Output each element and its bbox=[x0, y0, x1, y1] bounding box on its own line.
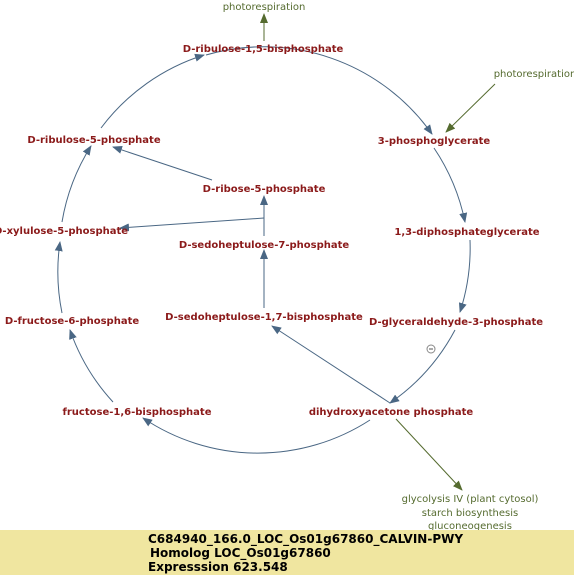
link-photorespiration-right[interactable]: photorespiration bbox=[494, 69, 574, 80]
info-expression: Expresssion 623.548 bbox=[148, 560, 288, 574]
node-xylulose-5-phosphate[interactable]: D-xylulose-5-phosphate bbox=[0, 226, 128, 237]
node-3-phosphoglycerate[interactable]: 3-phosphoglycerate bbox=[378, 136, 491, 147]
link-gluconeogenesis[interactable]: gluconeogenesis bbox=[428, 521, 512, 530]
info-homolog: Homolog LOC_Os01g67860 bbox=[150, 546, 331, 560]
link-starch-biosynthesis[interactable]: starch biosynthesis bbox=[422, 508, 518, 519]
node-diphosphateglycerate[interactable]: 1,3-diphosphateglycerate bbox=[394, 227, 539, 238]
node-fructose-bisphosphate[interactable]: fructose-1,6-bisphosphate bbox=[63, 407, 212, 418]
arc-fbp-to-f6p bbox=[69, 329, 114, 403]
info-gene-id: C684940_166.0_LOC_Os01g67860_CALVIN-PWY bbox=[148, 532, 464, 546]
arc-g3p-to-dhap bbox=[389, 329, 456, 404]
branch-edges bbox=[112, 146, 391, 404]
cycle-arcs bbox=[54, 46, 471, 454]
node-ribulose-bisphosphate[interactable]: D-ribulose-1,5-bisphosphate bbox=[183, 44, 344, 55]
edge-dhap-to-glycolysis bbox=[395, 418, 463, 491]
arc-13dpg-to-g3p bbox=[458, 239, 471, 313]
edge-to-xu5p bbox=[119, 217, 265, 232]
node-sedoheptulose-bisphosphate[interactable]: D-sedoheptulose-1,7-bisphosphate bbox=[165, 312, 363, 323]
arc-dhap-to-fbp bbox=[142, 417, 371, 454]
arc-3pg-to-13dpg bbox=[433, 147, 468, 223]
edge-photorespiration-to-3pg bbox=[445, 83, 496, 133]
collapse-minus-icon[interactable] bbox=[426, 344, 436, 354]
link-photorespiration-top[interactable]: photorespiration bbox=[223, 2, 306, 13]
node-ribose-5-phosphate[interactable]: D-ribose-5-phosphate bbox=[203, 184, 326, 195]
node-sedoheptulose-7-phosphate[interactable]: D-sedoheptulose-7-phosphate bbox=[179, 240, 350, 251]
arc-xu5p-to-ru5p bbox=[61, 145, 92, 223]
side-arrows bbox=[260, 13, 496, 491]
arc-rubp-to-3pg bbox=[205, 46, 433, 135]
calvin-cycle-diagram: D-ribulose-1,5-bisphosphate 3-phosphogly… bbox=[0, 2, 574, 530]
edge-dhap-to-sbp bbox=[271, 325, 391, 404]
link-glycolysis[interactable]: glycolysis IV (plant cytosol) bbox=[402, 494, 539, 505]
arc-ru5p-to-rubp bbox=[100, 53, 205, 129]
edge-r5p-to-ru5p bbox=[112, 146, 213, 181]
node-ribulose-5-phosphate[interactable]: D-ribulose-5-phosphate bbox=[27, 135, 160, 146]
gene-info-panel: C684940_166.0_LOC_Os01g67860_CALVIN-PWY … bbox=[0, 530, 574, 575]
node-dihydroxyacetone-phosphate[interactable]: dihydroxyacetone phosphate bbox=[309, 407, 474, 418]
arc-f6p-to-xu5p bbox=[54, 241, 63, 314]
node-glyceraldehyde-3-phosphate[interactable]: D-glyceraldehyde-3-phosphate bbox=[369, 317, 543, 328]
node-fructose-6-phosphate[interactable]: D-fructose-6-phosphate bbox=[5, 316, 140, 327]
